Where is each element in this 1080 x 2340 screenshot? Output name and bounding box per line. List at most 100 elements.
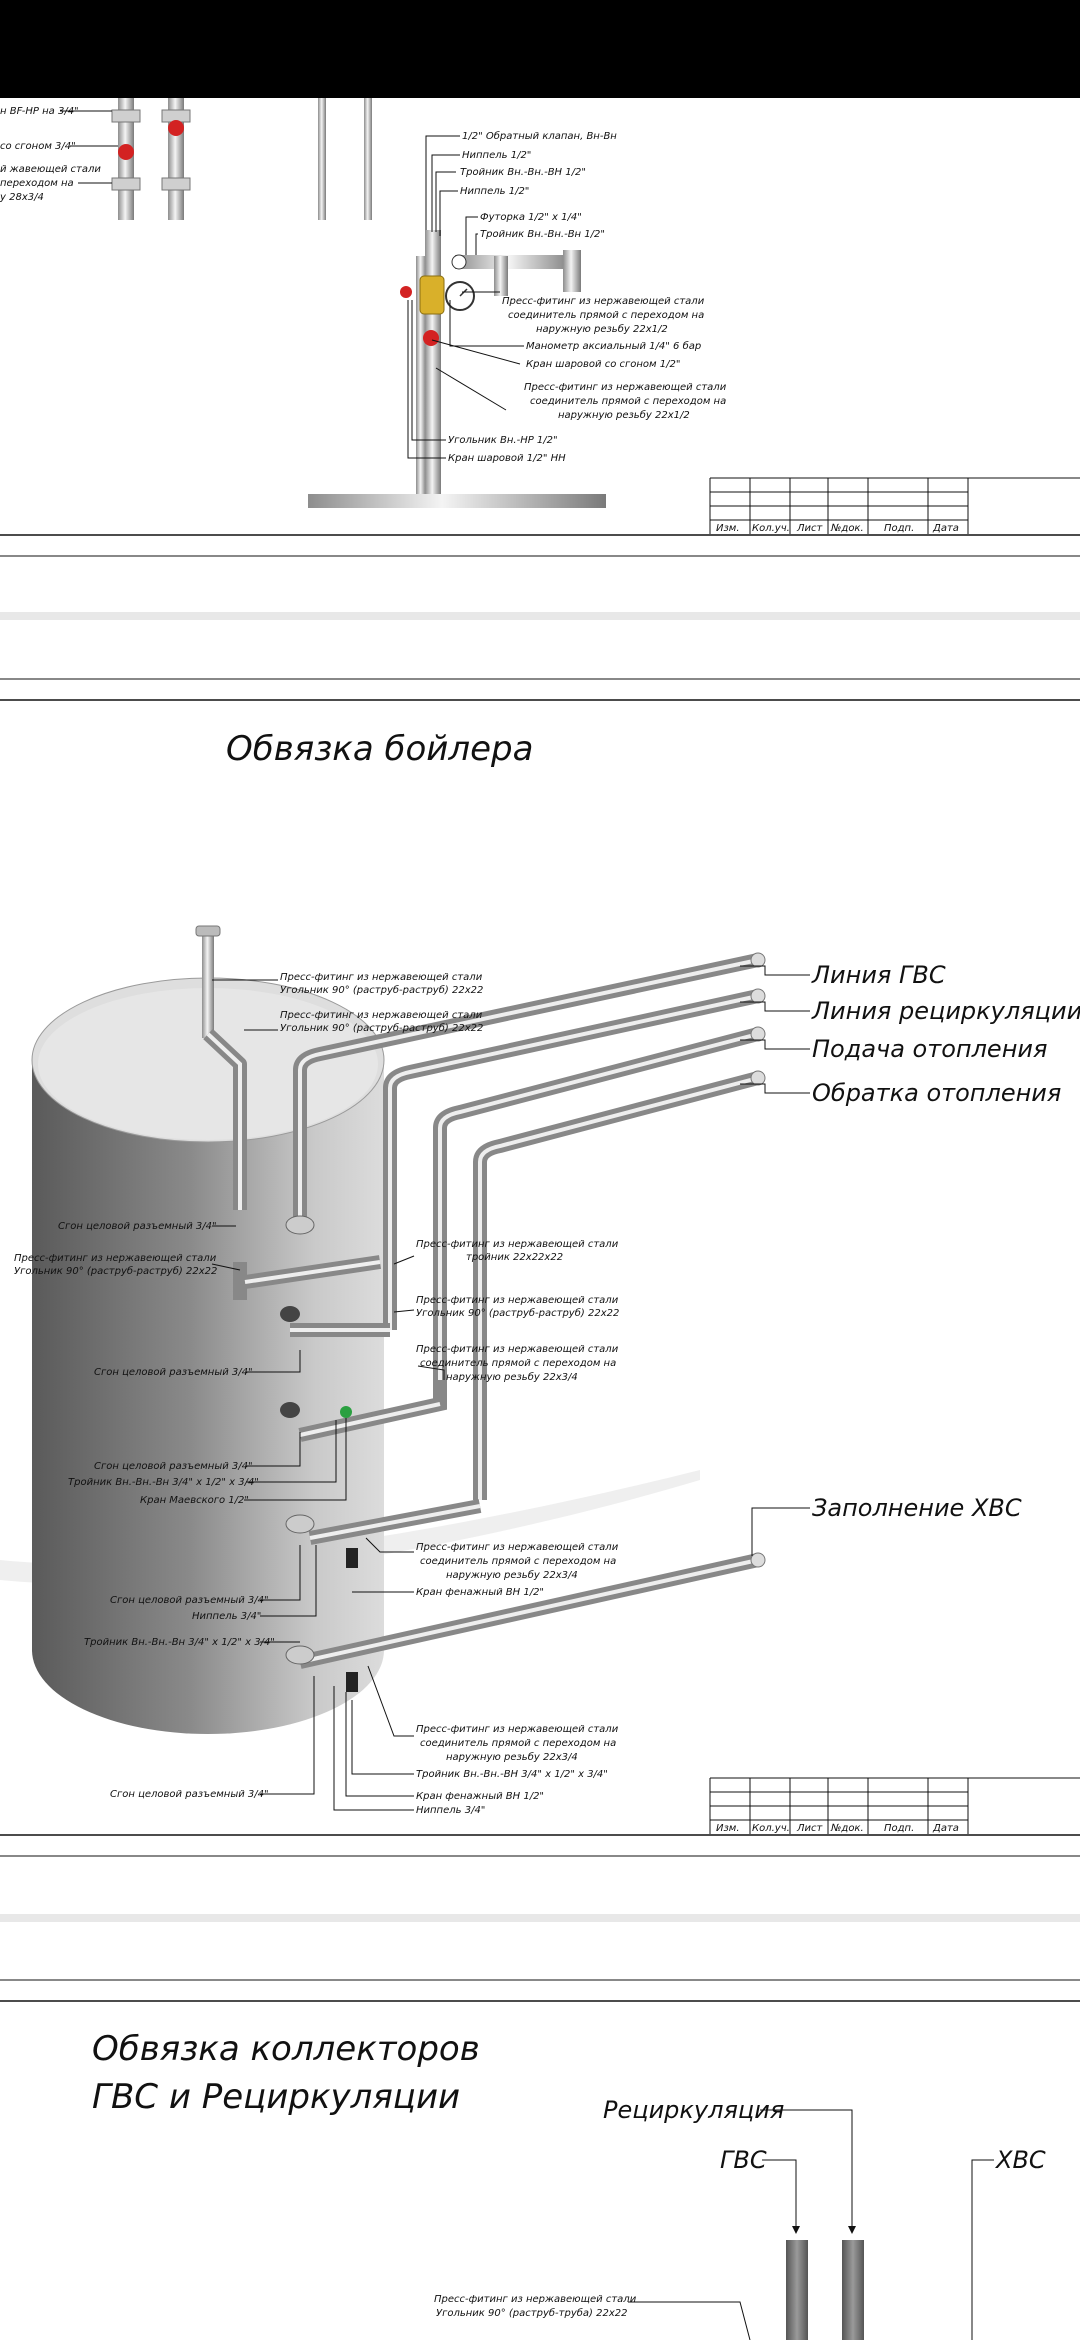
boiler-right-label: Кран фенажный ВН 1/2" bbox=[416, 1791, 544, 1802]
boiler-right-labels: Пресс-фитинг из нержавеющей стали тройни… bbox=[333, 1239, 619, 1816]
boiler-top-labels: Пресс-фитинг из нержавеющей стали Угольн… bbox=[212, 972, 483, 1034]
boiler-top-label: Угольник 90° (раструб-раструб) 22х22 bbox=[280, 984, 483, 996]
sheet1-label: 1/2" Обратный клапан, Вн-Вн bbox=[462, 130, 617, 142]
valve-handle-icon bbox=[423, 330, 439, 346]
boiler-top-label: Угольник 90° (раструб-раструб) 22х22 bbox=[280, 1022, 483, 1034]
titleblock-cell: Кол.уч. bbox=[752, 523, 790, 534]
titleblock-cell: Дата bbox=[932, 523, 959, 534]
boiler-top-label: Пресс-фитинг из нержавеющей стали bbox=[280, 972, 483, 983]
boiler-right-label: Угольник 90° (раструб-раструб) 22х22 bbox=[416, 1307, 619, 1319]
sheet1-left-label: у 28х3/4 bbox=[0, 192, 44, 203]
boiler-right-label: Тройник Вн.-Вн.-ВН 3/4" х 1/2" х 3/4" bbox=[416, 1769, 608, 1780]
sheet1-label: соединитель прямой с переходом на bbox=[508, 310, 704, 321]
sheet1-label: соединитель прямой с переходом на bbox=[530, 396, 726, 407]
collector-fitting-label: Угольник 90° (раструб-труба) 22х22 bbox=[436, 2307, 627, 2319]
boiler-right-label: соединитель прямой с переходом на bbox=[420, 1556, 616, 1567]
sheet1-left-label: н BF-HP на 3/4" bbox=[0, 106, 79, 117]
sheet1-label: Ниппель 1/2" bbox=[460, 186, 529, 197]
boiler-left-label: Тройник Вн.-Вн.-Вн 3/4" х 1/2" х 3/4" bbox=[84, 1637, 275, 1648]
boiler-right-label: Пресс-фитинг из нержавеющей стали bbox=[416, 1542, 619, 1553]
recirculation-label: Рециркуляция bbox=[603, 2096, 784, 2124]
valve-handle-icon bbox=[400, 286, 412, 298]
sheet1-titleblock: Изм. Кол.уч. Лист №док. Подп. Дата bbox=[709, 477, 1080, 534]
sheet1-left-label: со сгоном 3/4" bbox=[0, 141, 76, 152]
heating-return-label: Обратка отопления bbox=[812, 1079, 1061, 1107]
boiler-left-labels: Сгон целовой разъемный 3/4" Пресс-фитинг… bbox=[14, 1221, 347, 1800]
sheet1-label: Пресс-фитинг из нержавеющей стали bbox=[524, 382, 727, 393]
boiler-right-label: наружную резьбу 22х3/4 bbox=[446, 1751, 578, 1763]
sheet1-label: Манометр аксиальный 1/4" 6 бар bbox=[526, 340, 701, 352]
boiler-right-label: наружную резьбу 22х3/4 bbox=[446, 1569, 578, 1581]
boiler-left-label: Ниппель 3/4" bbox=[192, 1611, 261, 1622]
sheet1-drawing: н BF-HP на 3/4" со сгоном 3/4" й жавеюще… bbox=[0, 98, 1080, 534]
dhw-label: ГВС bbox=[720, 2146, 767, 2174]
collector-labels: Рециркуляция ГВС ХВС Пресс-фитинг из нер… bbox=[434, 2096, 1046, 2340]
collector-fitting-label: Пресс-фитинг из нержавеющей стали bbox=[434, 2294, 637, 2305]
page-gap bbox=[0, 612, 1080, 620]
sheet1-left-labels: н BF-HP на 3/4" со сгоном 3/4" й жавеюще… bbox=[0, 106, 101, 203]
top-black-bar bbox=[0, 0, 1080, 98]
sheet1-label: наружную резьбу 22х1/2 bbox=[558, 409, 690, 421]
drain-valve-icon bbox=[346, 1548, 358, 1568]
boiler-left-label: Сгон целовой разъемный 3/4" bbox=[94, 1367, 253, 1378]
sheet1-leaders bbox=[60, 110, 524, 459]
heating-supply-label: Подача отопления bbox=[812, 1035, 1047, 1063]
line-dhw-label: Линия ГВС bbox=[811, 961, 946, 989]
boiler-right-label: наружную резьбу 22х3/4 bbox=[446, 1371, 578, 1383]
valve-handle-icon bbox=[168, 120, 184, 136]
boiler-left-label: Пресс-фитинг из нержавеющей стали bbox=[14, 1253, 217, 1264]
boiler-big-labels: Линия ГВС Линия рециркуляции Подача отоп… bbox=[740, 961, 1080, 1556]
cold-water-fill-label: Заполнение ХВС bbox=[812, 1494, 1022, 1522]
sheet1-labels: 1/2" Обратный клапан, Вн-Вн Ниппель 1/2"… bbox=[448, 130, 727, 464]
titleblock-cell: Изм. bbox=[716, 523, 740, 534]
sheet3-title-line2: ГВС и Рециркуляции bbox=[92, 2077, 460, 2117]
air-vent-icon bbox=[340, 1406, 352, 1418]
sheet2-title: Обвязка бойлера bbox=[226, 729, 533, 769]
sheet1-left-label: переходом на bbox=[0, 178, 74, 189]
boiler-right-label: Кран фенажный ВН 1/2" bbox=[416, 1587, 544, 1598]
cold-water-label: ХВС bbox=[994, 2146, 1046, 2174]
sheet1-label: Ниппель 1/2" bbox=[462, 150, 531, 161]
titleblock-cell: Лист bbox=[796, 1823, 824, 1834]
boiler-left-label: Сгон целовой разъемный 3/4" bbox=[94, 1461, 253, 1472]
sheet1-label: Тройник Вн.-Вн.-Вн 1/2" bbox=[480, 229, 605, 240]
page-gap bbox=[0, 1914, 1080, 1922]
sheet1-label: Кран шаровой 1/2" НН bbox=[448, 453, 566, 464]
drain-valve-icon bbox=[346, 1672, 358, 1692]
collector-pipes bbox=[786, 2240, 864, 2340]
boiler-right-label: Пресс-фитинг из нержавеющей стали bbox=[416, 1344, 619, 1355]
titleblock-cell: №док. bbox=[830, 1823, 864, 1834]
boiler-left-label: Сгон целовой разъемный 3/4" bbox=[58, 1221, 217, 1232]
boiler-left-label: Тройник Вн.-Вн.-Вн 3/4" х 1/2" х 3/4" bbox=[68, 1477, 259, 1488]
boiler-top-label: Пресс-фитинг из нержавеющей стали bbox=[280, 1010, 483, 1021]
titleblock-cell: Изм. bbox=[716, 1823, 740, 1834]
boiler-right-label: тройник 22х22х22 bbox=[466, 1252, 563, 1263]
boiler-right-label: Пресс-фитинг из нержавеющей стали bbox=[416, 1295, 619, 1306]
titleblock-cell: Подп. bbox=[884, 523, 914, 534]
boiler-right-label: Пресс-фитинг из нержавеющей стали bbox=[416, 1239, 619, 1250]
sheet2-titleblock: Изм. Кол.уч. Лист №док. Подп. Дата bbox=[709, 1777, 1080, 1834]
sheet1-label: Тройник Вн.-Вн.-ВН 1/2" bbox=[460, 167, 586, 178]
boiler-pipes bbox=[195, 925, 766, 1692]
titleblock-cell: Подп. bbox=[884, 1823, 914, 1834]
sheet1-label: Футорка 1/2" х 1/4" bbox=[480, 212, 582, 223]
sheet1-label: Угольник Вн.-НР 1/2" bbox=[448, 435, 558, 446]
valve-handle-icon bbox=[118, 144, 134, 160]
boiler-right-label: соединитель прямой с переходом на bbox=[420, 1738, 616, 1749]
boiler-right-label: Ниппель 3/4" bbox=[416, 1805, 485, 1816]
titleblock-cell: №док. bbox=[830, 523, 864, 534]
sheet1-left-label: й жавеющей стали bbox=[0, 164, 101, 175]
titleblock-cell: Лист bbox=[796, 523, 824, 534]
boiler-left-label: Кран Маевского 1/2" bbox=[140, 1495, 249, 1506]
boiler-right-label: соединитель прямой с переходом на bbox=[420, 1358, 616, 1369]
boiler-right-label: Пресс-фитинг из нержавеющей стали bbox=[416, 1724, 619, 1735]
sheet1-valve-assembly bbox=[308, 230, 606, 508]
sheet1-label: наружную резьбу 22х1/2 bbox=[536, 323, 668, 335]
line-recirculation-label: Линия рециркуляции bbox=[811, 997, 1080, 1025]
sheet3-title-line1: Обвязка коллекторов bbox=[92, 2029, 480, 2069]
sheet1-left-valves bbox=[111, 98, 372, 220]
sheet1-label: Пресс-фитинг из нержавеющей стали bbox=[502, 296, 705, 307]
boiler-left-label: Сгон целовой разъемный 3/4" bbox=[110, 1595, 269, 1606]
sheet1-label: Кран шаровой со сгоном 1/2" bbox=[526, 359, 680, 370]
